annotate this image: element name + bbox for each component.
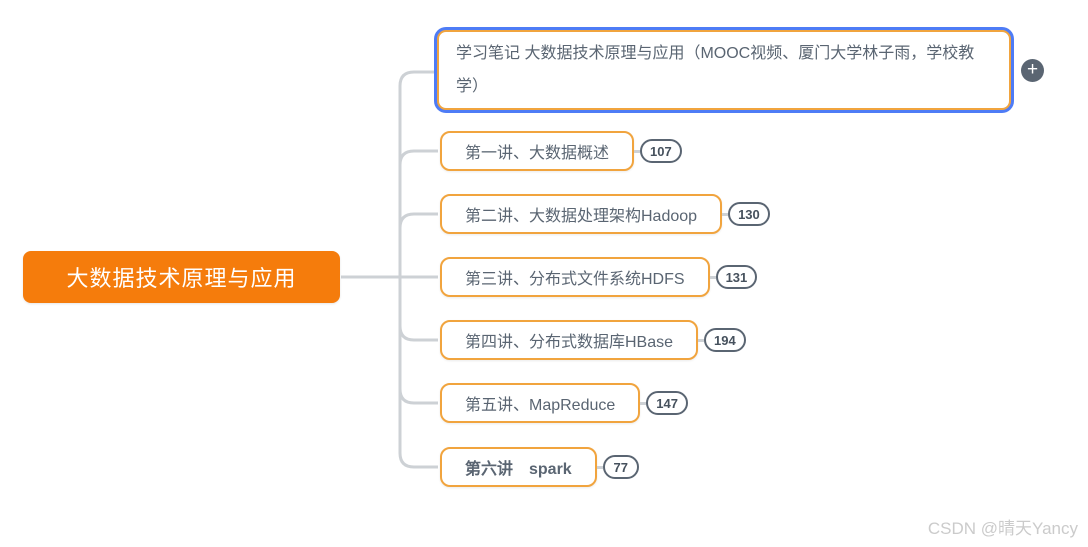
badge-connector xyxy=(640,401,647,405)
plus-icon: + xyxy=(1026,58,1039,80)
topic-count-badge[interactable]: 107 xyxy=(640,139,682,163)
topic-row-5: 第五讲、MapReduce 147 xyxy=(440,383,688,423)
main-topic-node[interactable]: 学习笔记 大数据技术原理与应用（MOOC视频、厦门大学林子雨，学校教学） xyxy=(437,30,1011,110)
topic-count-badge[interactable]: 77 xyxy=(602,455,639,479)
watermark: CSDN @晴天Yancy xyxy=(927,519,1078,538)
topic-row-6: 第六讲 spark 77 xyxy=(440,447,639,487)
topic-node-4[interactable]: 第四讲、分布式数据库HBase xyxy=(440,320,699,360)
connector-main-topic xyxy=(398,70,438,277)
connector-topic-6 xyxy=(398,277,438,469)
topic-count-badge[interactable]: 194 xyxy=(704,328,746,352)
badge-connector xyxy=(722,212,729,216)
topic-node-6[interactable]: 第六讲 spark xyxy=(440,447,597,487)
badge-connector xyxy=(698,338,705,342)
main-topic-row: 学习笔记 大数据技术原理与应用（MOOC视频、厦门大学林子雨，学校教学） + xyxy=(437,30,1044,110)
connector-topic-1 xyxy=(398,149,438,277)
topic-node-3[interactable]: 第三讲、分布式文件系统HDFS xyxy=(440,257,710,297)
topic-row-3: 第三讲、分布式文件系统HDFS 131 xyxy=(440,257,758,297)
topic-node-2[interactable]: 第二讲、大数据处理架构Hadoop xyxy=(440,194,723,234)
topic-row-1: 第一讲、大数据概述 107 xyxy=(440,131,682,171)
connector-topic-4 xyxy=(398,277,438,342)
topic-node-1[interactable]: 第一讲、大数据概述 xyxy=(440,131,635,171)
badge-connector xyxy=(634,149,641,153)
connector-topic-2 xyxy=(398,212,438,277)
topic-row-4: 第四讲、分布式数据库HBase 194 xyxy=(440,320,746,360)
topic-row-2: 第二讲、大数据处理架构Hadoop 130 xyxy=(440,194,770,234)
badge-connector xyxy=(596,465,603,469)
topic-count-badge[interactable]: 130 xyxy=(728,202,770,226)
badge-connector xyxy=(709,275,716,279)
topic-node-5[interactable]: 第五讲、MapReduce xyxy=(440,383,641,423)
add-child-button[interactable]: + xyxy=(1021,58,1044,82)
topic-count-badge[interactable]: 131 xyxy=(715,265,758,289)
root-node[interactable]: 大数据技术原理与应用 xyxy=(23,251,340,303)
topic-count-badge[interactable]: 147 xyxy=(646,391,688,415)
